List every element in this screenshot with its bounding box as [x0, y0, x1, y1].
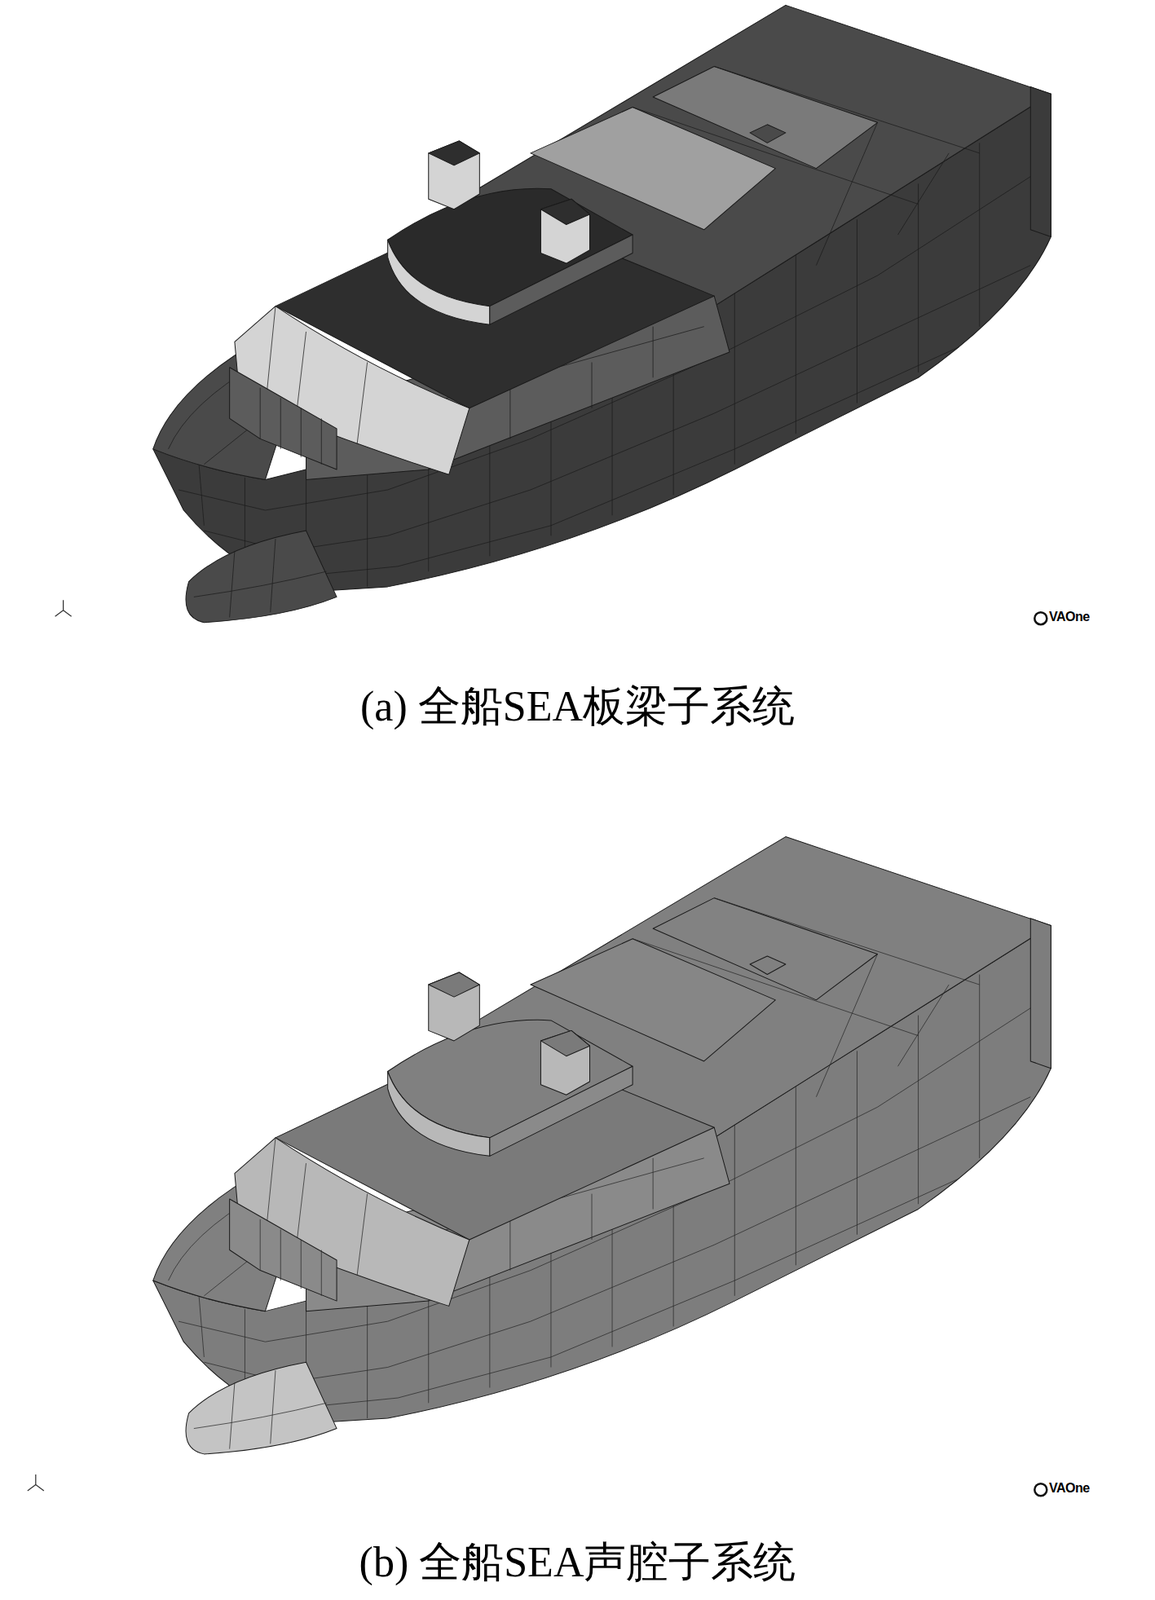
- figure-caption: (b) 全船SEA声腔子系统: [0, 1534, 1155, 1592]
- software-logo: VAOne: [1049, 609, 1090, 625]
- figure-caption: (a) 全船SEA板梁子系统: [0, 678, 1155, 736]
- software-logo: VAOne: [1049, 1481, 1090, 1496]
